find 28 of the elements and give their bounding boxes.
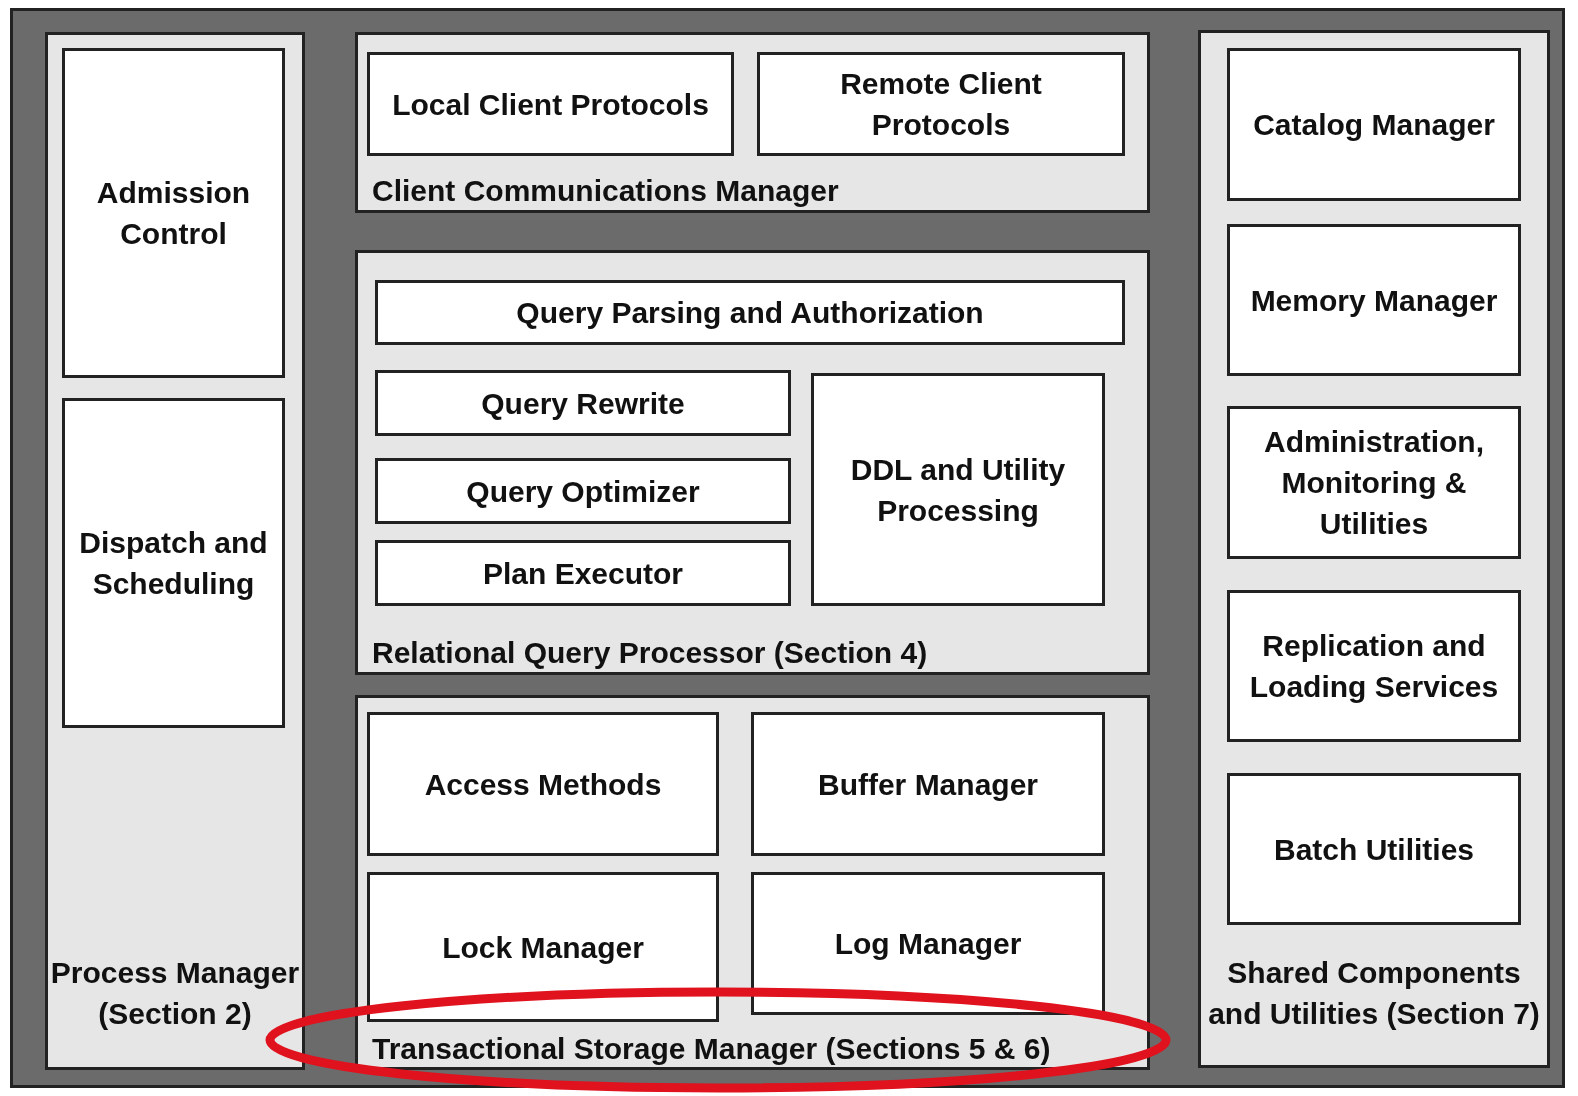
component-box: Administration, Monitoring & Utilities (1227, 406, 1521, 559)
panel-title: Transactional Storage Manager (Sections 5 & 6) (372, 1030, 1052, 1067)
component-group-panel (45, 32, 305, 1070)
component-box: Catalog Manager (1227, 48, 1521, 201)
component-box: Query Rewrite (375, 370, 791, 436)
component-box: Remote Client Protocols (757, 52, 1125, 156)
panel-title: Shared Components and Utilities (Section 7) (1207, 954, 1541, 1032)
component-box: Replication and Loading Services (1227, 590, 1521, 742)
component-group-panel (355, 250, 1150, 675)
component-box: Admission Control (62, 48, 285, 378)
component-group-panel (355, 695, 1150, 1070)
panel-title: Process Manager (Section 2) (49, 954, 301, 1032)
component-box: Lock Manager (367, 872, 719, 1022)
component-box: DDL and Utility Processing (811, 373, 1105, 606)
component-box: Buffer Manager (751, 712, 1105, 856)
panel-title: Client Communications Manager (372, 172, 840, 209)
component-box: Access Methods (367, 712, 719, 856)
component-box: Local Client Protocols (367, 52, 734, 156)
component-group-panel (355, 32, 1150, 213)
component-box: Plan Executor (375, 540, 791, 606)
component-box: Query Parsing and Authorization (375, 280, 1125, 345)
component-box: Batch Utilities (1227, 773, 1521, 925)
component-group-panel (1198, 30, 1550, 1068)
component-box: Log Manager (751, 872, 1105, 1015)
component-box: Memory Manager (1227, 224, 1521, 376)
component-box: Query Optimizer (375, 458, 791, 524)
component-box: Dispatch and Scheduling (62, 398, 285, 728)
panel-title: Relational Query Processor (Section 4) (372, 634, 929, 671)
